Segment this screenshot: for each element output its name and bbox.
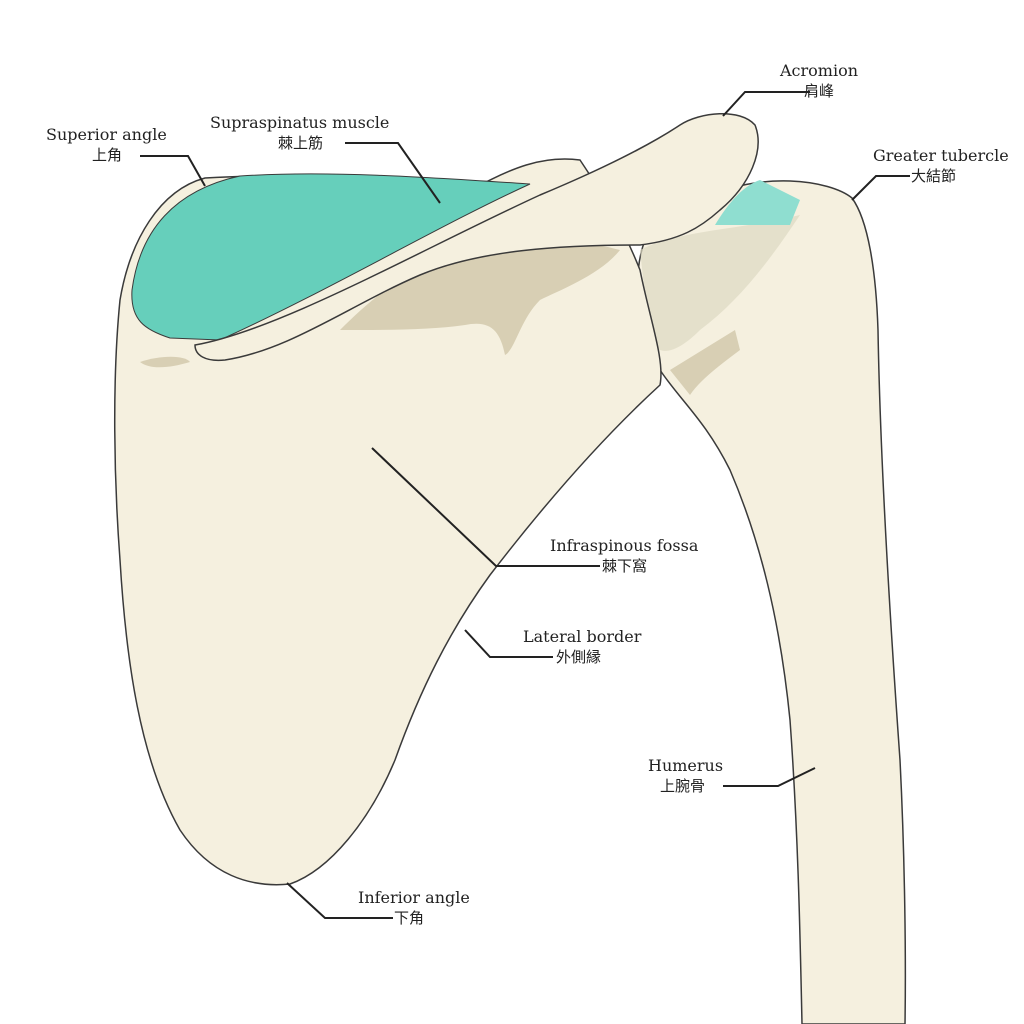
label-supraspinatus: Supraspinatus muscle 棘上筋 bbox=[210, 113, 389, 153]
label-ja: 棘上筋 bbox=[278, 134, 324, 152]
label-acromion: Acromion 肩峰 bbox=[780, 61, 858, 101]
muscle-lateral bbox=[715, 180, 800, 225]
leader-supraspinatus bbox=[345, 142, 441, 204]
label-ja: 肩峰 bbox=[804, 82, 835, 100]
label-infraspinous-fossa: Infraspinous fossa 棘下窩 bbox=[550, 536, 698, 576]
leader-superior-angle bbox=[140, 155, 206, 187]
label-ja: 外側縁 bbox=[556, 648, 602, 666]
label-ja: 棘下窩 bbox=[602, 557, 648, 575]
supraspinatus-muscle bbox=[131, 173, 531, 341]
label-en: Inferior angle bbox=[358, 888, 470, 907]
label-inferior-angle: Inferior angle 下角 bbox=[358, 888, 470, 928]
label-en: Greater tubercle bbox=[873, 146, 1009, 165]
label-en: Superior angle bbox=[46, 125, 167, 144]
label-humerus: Humerus 上腕骨 bbox=[648, 756, 723, 796]
medial-shadow bbox=[140, 356, 190, 368]
spine-shadow bbox=[340, 238, 620, 355]
label-en: Acromion bbox=[780, 61, 859, 80]
label-ja: 上角 bbox=[92, 146, 123, 164]
label-lateral-border: Lateral border 外側縁 bbox=[523, 627, 641, 667]
label-greater-tubercle: Greater tubercle 大結節 bbox=[873, 146, 1009, 186]
label-ja: 大結節 bbox=[911, 167, 957, 185]
leader-inferior-angle bbox=[286, 882, 393, 919]
leader-lateral-border bbox=[464, 629, 553, 658]
humerus-shadow-lower bbox=[670, 330, 740, 395]
label-en: Supraspinatus muscle bbox=[210, 113, 390, 132]
leader-greater-tubercle bbox=[851, 175, 910, 201]
label-ja: 上腕骨 bbox=[660, 777, 706, 795]
label-en: Humerus bbox=[648, 756, 724, 775]
label-en: Lateral border bbox=[523, 627, 642, 646]
humerus-shadow bbox=[640, 215, 800, 351]
leader-infraspinous bbox=[371, 447, 600, 567]
leader-acromion bbox=[722, 91, 810, 117]
scapular-spine bbox=[194, 113, 759, 362]
label-ja: 下角 bbox=[394, 909, 425, 927]
leader-humerus bbox=[723, 767, 816, 787]
label-en: Infraspinous fossa bbox=[550, 536, 699, 555]
label-superior-angle: Superior angle 上角 bbox=[46, 125, 167, 165]
